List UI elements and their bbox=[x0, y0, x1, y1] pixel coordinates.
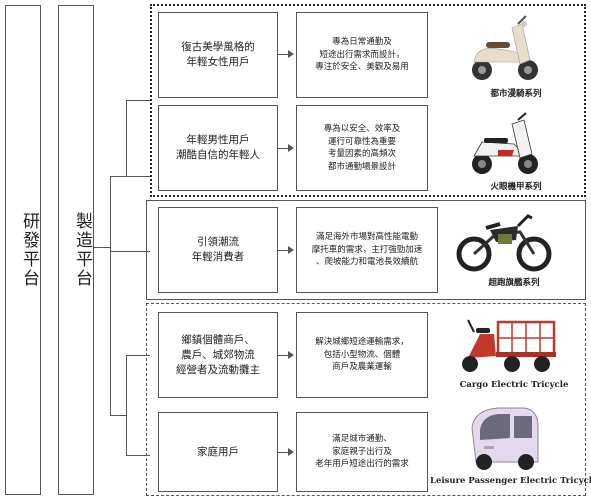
group-frame-tricycles bbox=[146, 303, 586, 496]
rd-platform-box: 研發平台 bbox=[5, 5, 41, 495]
passenger-tricycle-image bbox=[471, 407, 539, 470]
row4-arrow bbox=[288, 351, 294, 359]
row5-link bbox=[278, 452, 290, 453]
connector-vertical-main bbox=[110, 176, 111, 415]
segment-cell-row3: 引領潮流 年輕消費者 bbox=[158, 207, 278, 293]
row2-arrow bbox=[288, 144, 294, 152]
row1-link bbox=[278, 54, 290, 55]
cargo-tricycle-image bbox=[462, 319, 556, 372]
segment-text-row4: 鄉鎮個體商戶、 農戶、城郊物流 經營者及流動攤主 bbox=[176, 333, 260, 376]
manufacturing-platform-label: 製造平台 bbox=[72, 212, 92, 288]
connector-group1-row1 bbox=[126, 100, 150, 101]
feature-text-row5: 滿足城市通勤、 家庭親子出行及 老年用戶短途出行的需求 bbox=[315, 434, 409, 470]
connector-group1-vertical bbox=[126, 100, 127, 176]
group-frame-motorcycle bbox=[146, 200, 586, 300]
feature-text-row3: 滿足海外市場對高性能電動 摩托車的需求，主打強勁加速 、爬坡能力和電池長效續航 bbox=[311, 232, 423, 268]
connector-trunk bbox=[94, 247, 110, 248]
mecha-scooter-image bbox=[472, 112, 538, 174]
connector-group3-row1 bbox=[126, 355, 150, 356]
segment-cell-row1: 復古美學風格的 年輕女性用戶 bbox=[158, 12, 278, 98]
segment-text-row2: 年輕男性用戶 潮酷自信的年輕人 bbox=[176, 134, 260, 161]
product-name-row5: Leisure Passenger Electric Tricycle bbox=[430, 476, 591, 486]
segment-cell-row4: 鄉鎮個體商戶、 農戶、城郊物流 經營者及流動攤主 bbox=[158, 312, 278, 398]
feature-cell-row2: 專為以安全、效率及 運行可靠性為重要 考量因素的高頻次 都市通勤場景設計 bbox=[296, 105, 428, 191]
segment-text-row5: 家庭用戶 bbox=[197, 445, 239, 458]
feature-cell-row5: 滿足城市通勤、 家庭親子出行及 老年用戶短途出行的需求 bbox=[296, 412, 428, 492]
feature-text-row1: 專為日常通勤及 短途出行需求而設計， 專注於安全、美觀及易用 bbox=[315, 37, 409, 73]
segment-cell-row5: 家庭用戶 bbox=[158, 412, 278, 492]
connector-group1-row2 bbox=[126, 176, 150, 177]
row3-arrow bbox=[288, 246, 294, 254]
row4-link bbox=[278, 355, 290, 356]
row1-arrow bbox=[288, 50, 294, 58]
retro-scooter-image bbox=[472, 15, 538, 80]
rd-platform-label: 研發平台 bbox=[19, 212, 39, 288]
segment-cell-row2: 年輕男性用戶 潮酷自信的年輕人 bbox=[158, 105, 278, 191]
connector-to-group1 bbox=[110, 176, 126, 177]
row5-arrow bbox=[288, 448, 294, 456]
product-name-row3: 超跑旗艦系列 bbox=[488, 278, 540, 288]
product-name-row4: Cargo Electric Tricycle bbox=[459, 380, 569, 390]
connector-group3-vertical bbox=[126, 355, 127, 455]
connector-group3-row2 bbox=[126, 455, 150, 456]
electric-motorcycle-image bbox=[456, 214, 552, 272]
feature-cell-row1: 專為日常通勤及 短途出行需求而設計， 專注於安全、美觀及易用 bbox=[296, 12, 428, 98]
product-name-row2: 火眼機甲系列 bbox=[490, 182, 542, 192]
connector-to-group2 bbox=[110, 251, 150, 252]
row3-link bbox=[278, 250, 290, 251]
feature-cell-row4: 解決城鄉短途運輸需求， 包括小型物流、個體 商戶及農業運輸 bbox=[296, 312, 428, 398]
connector-to-group3 bbox=[110, 415, 126, 416]
feature-text-row4: 解決城鄉短途運輸需求， 包括小型物流、個體 商戶及農業運輸 bbox=[315, 337, 409, 373]
segment-text-row3: 引領潮流 年輕消費者 bbox=[191, 236, 245, 263]
row2-link bbox=[278, 148, 290, 149]
segment-text-row1: 復古美學風格的 年輕女性用戶 bbox=[181, 41, 255, 68]
manufacturing-platform-box: 製造平台 bbox=[58, 5, 94, 495]
product-name-row1: 都市漫騎系列 bbox=[490, 89, 542, 99]
group-frame-scooters bbox=[150, 4, 586, 197]
feature-cell-row3: 滿足海外市場對高性能電動 摩托車的需求，主打強勁加速 、爬坡能力和電池長效續航 bbox=[296, 207, 438, 293]
feature-text-row2: 專為以安全、效率及 運行可靠性為重要 考量因素的高頻次 都市通勤場景設計 bbox=[323, 124, 401, 172]
